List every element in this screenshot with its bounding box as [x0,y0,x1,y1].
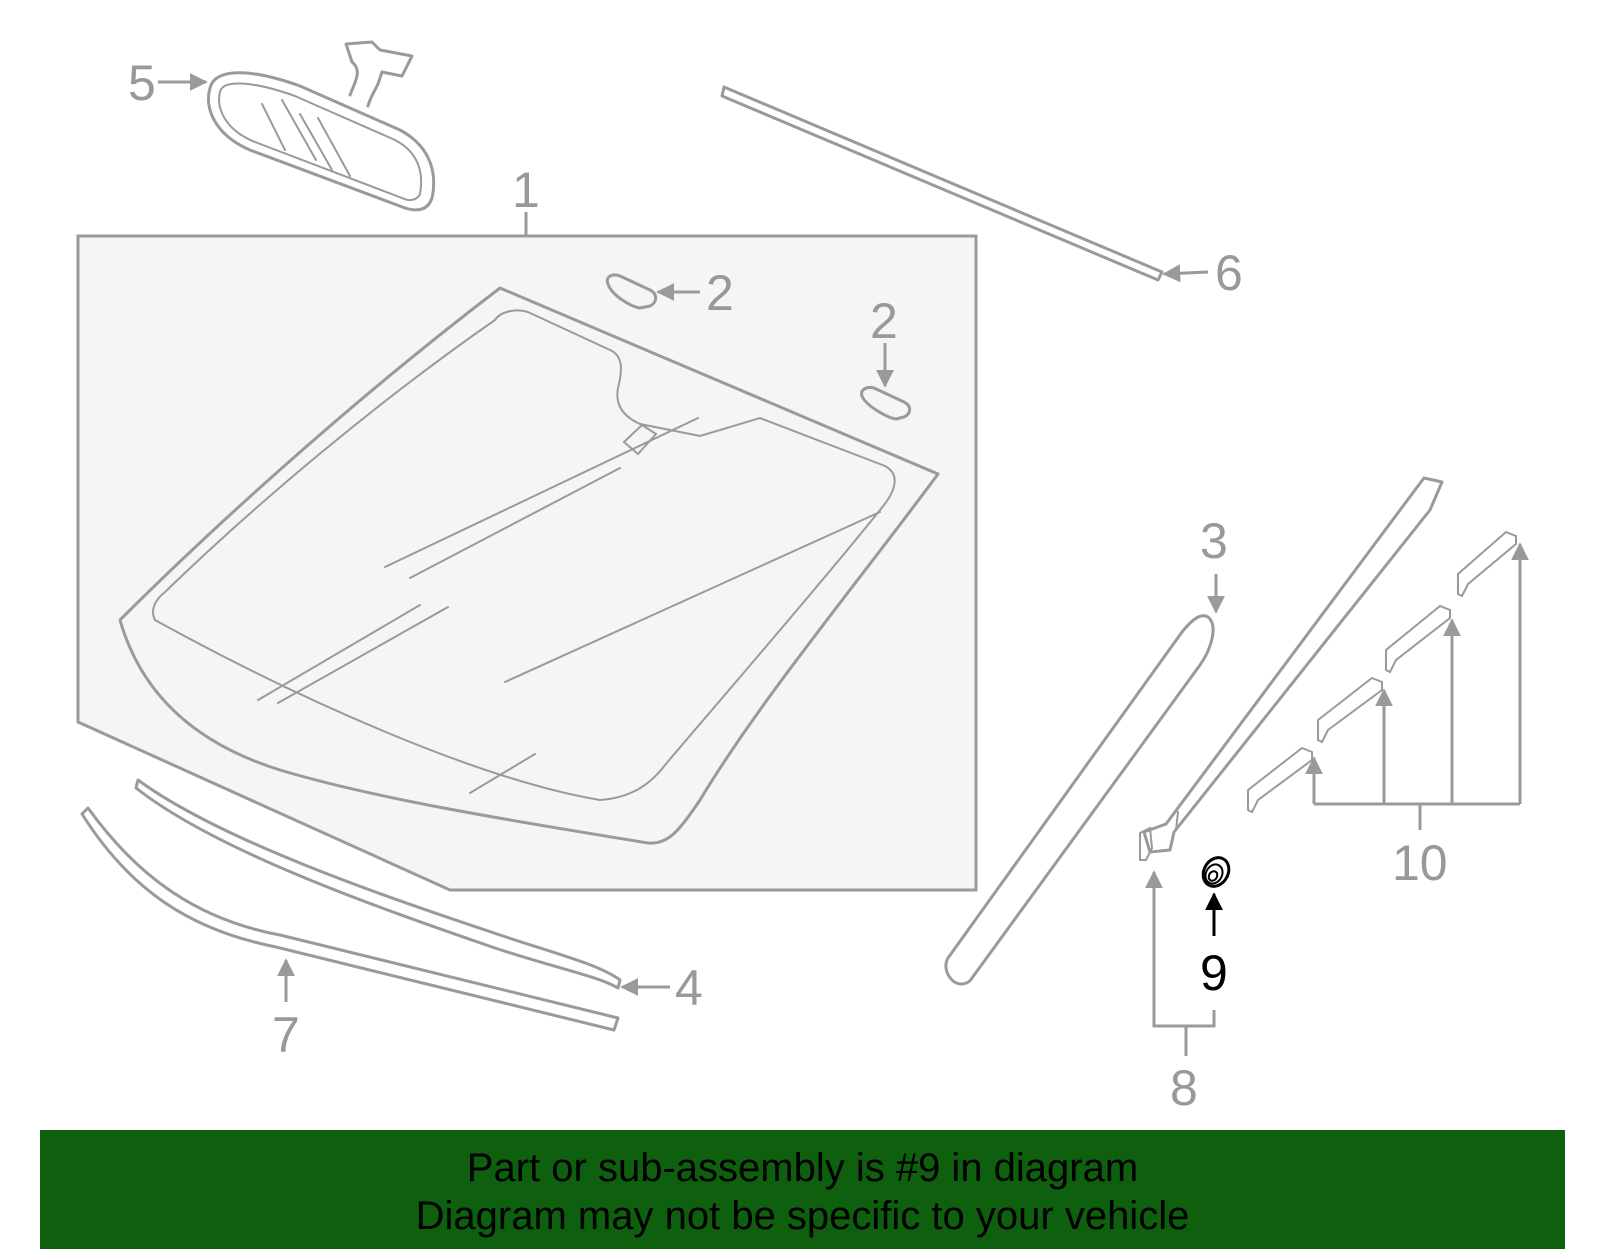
callout-6: 6 [1215,245,1243,301]
pillar-garnish [1139,476,1444,861]
callout-3: 3 [1200,513,1228,569]
part-2-upper-pad [605,273,658,310]
info-banner: Part or sub-assembly is #9 in diagram Di… [40,1130,1565,1249]
banner-line-2: Diagram may not be specific to your vehi… [415,1194,1190,1238]
pillar-molding [944,614,1215,986]
leader-lines [158,73,1529,1056]
part-9-clip [1201,856,1231,888]
roof-molding [720,85,1164,282]
callout-2-upper: 2 [706,265,734,321]
callout-1: 1 [512,162,540,218]
callout-10: 10 [1392,835,1448,891]
windshield-assembly-panel [76,234,978,892]
callout-5: 5 [128,55,156,111]
callout-7: 7 [272,1007,300,1063]
callout-4: 4 [675,960,703,1016]
cowl-molding [80,806,620,1032]
part-2-right-pad [860,386,912,421]
banner-line-1: Part or sub-assembly is #9 in diagram [466,1146,1139,1190]
rear-view-mirror [206,40,436,212]
part-10-clips [1247,530,1517,814]
callout-9: 9 [1200,945,1228,1001]
lower-molding [134,778,622,990]
callout-8: 8 [1170,1060,1198,1116]
callout-2-right: 2 [870,293,898,349]
